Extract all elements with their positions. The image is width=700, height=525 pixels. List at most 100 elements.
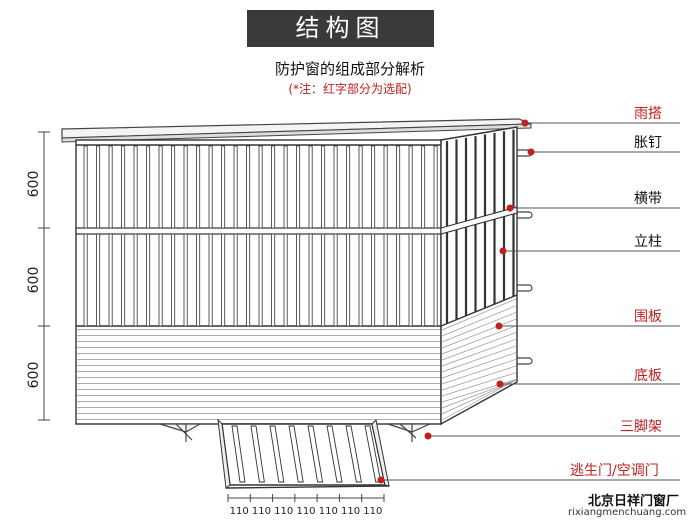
front-post <box>146 145 151 229</box>
door-spacing-label: 110 <box>363 506 382 517</box>
front-post <box>96 233 101 327</box>
front-post <box>271 145 276 229</box>
side-panel-line <box>441 298 517 331</box>
front-post <box>358 233 363 327</box>
diagram-subtitle: 防护窗的组成部分解析 <box>274 60 425 78</box>
side-panel-line <box>441 318 517 349</box>
side-frame <box>440 126 518 426</box>
front-post <box>158 233 163 327</box>
front-post <box>258 145 263 229</box>
front-post <box>246 233 251 327</box>
front-post <box>133 233 138 327</box>
side-panel-line <box>441 338 517 367</box>
front-post <box>358 145 363 229</box>
front-post <box>196 233 201 327</box>
front-post <box>333 233 338 327</box>
side-panel-line <box>441 345 517 373</box>
door-spacing-label: 110 <box>341 506 360 517</box>
front-post <box>346 145 351 229</box>
front-post <box>371 145 376 229</box>
door-bar <box>269 425 285 483</box>
front-post <box>121 233 126 327</box>
front-post <box>183 233 188 327</box>
front-post <box>271 233 276 327</box>
side-panel-line <box>441 372 517 397</box>
brand-url: rixiangmenchuang.com <box>568 507 687 518</box>
front-post <box>421 145 426 229</box>
front-post <box>283 145 288 229</box>
front-post <box>258 233 263 327</box>
label-post: 立柱 <box>634 234 662 250</box>
height-label-1: 600 <box>26 171 42 198</box>
front-post <box>321 233 326 327</box>
front-post <box>371 233 376 327</box>
door-bar <box>326 425 343 483</box>
expansion-nails <box>517 149 533 365</box>
front-post <box>233 233 238 327</box>
height-dimension <box>38 131 50 421</box>
front-post <box>158 145 163 229</box>
front-post <box>433 233 438 327</box>
front-post <box>208 145 213 229</box>
label-cross-band: 横带 <box>634 191 662 207</box>
door-bar <box>250 425 265 483</box>
front-post <box>283 233 288 327</box>
front-post <box>221 145 226 229</box>
front-post <box>408 145 413 229</box>
front-post <box>408 233 413 327</box>
door-bar <box>231 425 246 483</box>
label-escape-door: 逃生门/空调门 <box>570 463 659 479</box>
front-post <box>171 145 176 229</box>
front-post <box>83 233 88 327</box>
leader-lines <box>381 122 680 481</box>
front-post <box>383 145 388 229</box>
door-bar <box>345 425 362 483</box>
front-post <box>171 233 176 327</box>
front-panel <box>77 327 440 423</box>
leader-dots <box>377 119 535 484</box>
front-post <box>308 233 313 327</box>
front-post <box>321 145 326 229</box>
optional-parts-note: (*注：红字部分为选配) <box>288 82 412 96</box>
height-label-2: 600 <box>26 267 42 294</box>
diagram-title: 结构图 <box>247 10 434 47</box>
side-panel-line <box>441 358 517 385</box>
door-spacing-label: 110 <box>274 506 293 517</box>
front-post <box>333 145 338 229</box>
front-post <box>133 145 138 229</box>
front-post <box>196 145 201 229</box>
door-spacing-label: 110 <box>319 506 338 517</box>
tripod-shapes <box>159 423 431 442</box>
rain-cover-shape <box>61 118 532 143</box>
side-panel-line <box>441 352 517 379</box>
front-post <box>83 145 88 229</box>
side-panel-line <box>441 379 517 415</box>
side-panel-line <box>441 332 517 361</box>
side-panel-line <box>441 365 517 391</box>
front-post <box>96 145 101 229</box>
label-rain-cover: 雨搭 <box>634 106 662 122</box>
front-post <box>396 145 401 229</box>
front-post <box>108 233 113 327</box>
label-bottom-plate: 底板 <box>634 368 662 384</box>
side-panel-line <box>441 312 517 343</box>
front-post <box>246 145 251 229</box>
door-spacing-label: 110 <box>252 506 271 517</box>
brand-name: 北京日祥门窗厂 <box>588 494 680 509</box>
front-posts-upper <box>83 145 438 229</box>
door-spacing-ticks <box>227 494 385 502</box>
front-post <box>221 233 226 327</box>
front-post <box>296 233 301 327</box>
height-label-3: 600 <box>26 362 42 389</box>
front-posts-lower <box>83 233 438 327</box>
side-panel-line <box>441 379 517 409</box>
door-bar <box>288 425 304 483</box>
front-post <box>421 233 426 327</box>
side-panel-line <box>441 305 517 337</box>
side-posts <box>445 129 515 324</box>
front-post <box>346 233 351 327</box>
front-post <box>433 145 438 229</box>
front-post <box>208 233 213 327</box>
front-post <box>121 145 126 229</box>
